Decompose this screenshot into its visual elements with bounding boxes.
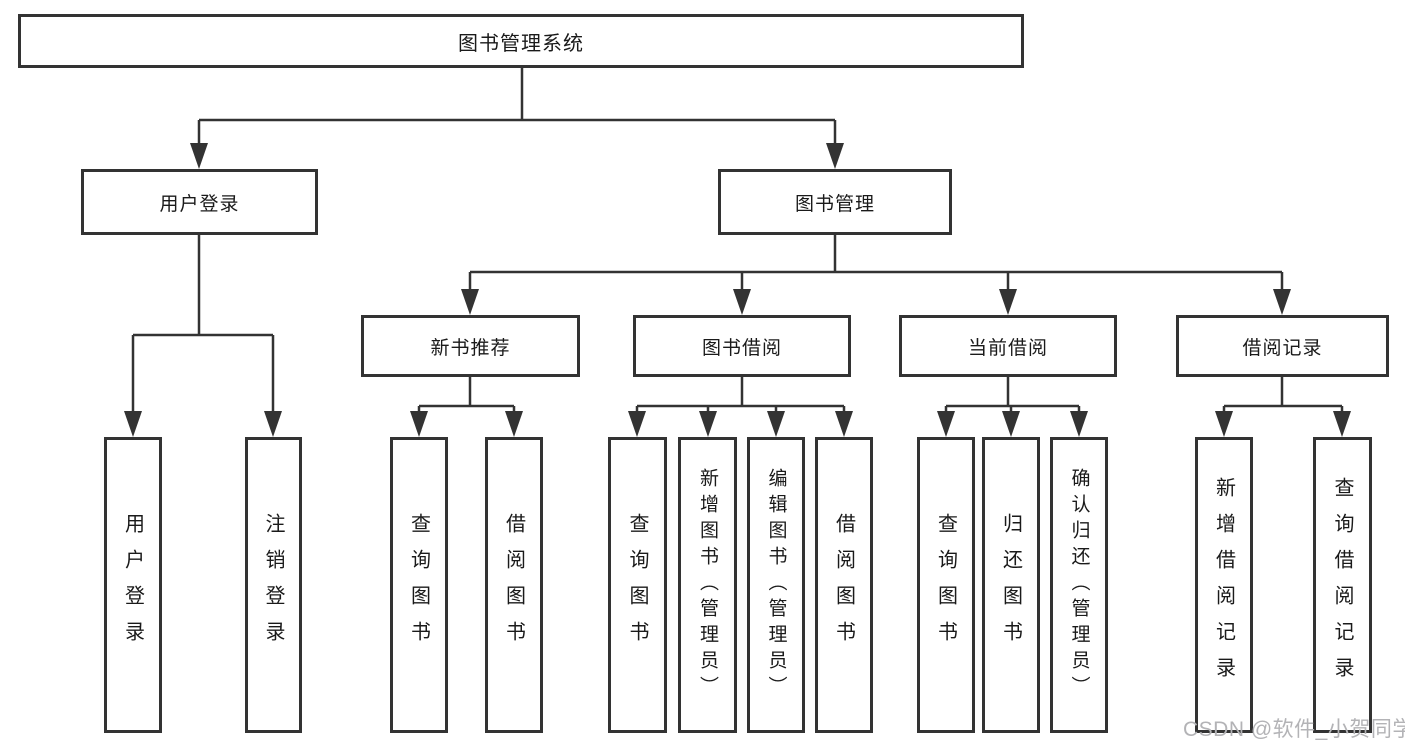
node-new-book-recommend: 新书推荐: [361, 315, 580, 377]
leaf-edit-books-admin: 编辑图书（管理员）: [747, 437, 805, 733]
leaf-borrow-books-borrowing: 借阅图书: [815, 437, 873, 733]
leaf-query-books-recommend: 查询图书: [390, 437, 448, 733]
node-user-login: 用户登录: [81, 169, 318, 235]
leaf-add-borrow-record-label: 新增借阅记录: [1212, 477, 1235, 693]
node-book-management: 图书管理: [718, 169, 952, 235]
arrowhead-icons: [124, 143, 1351, 437]
leaf-add-borrow-record: 新增借阅记录: [1195, 437, 1253, 733]
leaf-add-books-admin-label: 新增图书（管理员）: [697, 468, 718, 702]
leaf-user-login-label: 用户登录: [121, 513, 144, 657]
csdn-watermark: CSDN @软件_小贺同学: [1183, 718, 1405, 741]
leaf-confirm-return-admin-label: 确认归还（管理员）: [1068, 468, 1090, 702]
leaf-borrow-books-borrowing-label: 借阅图书: [832, 513, 855, 657]
node-book-borrowing: 图书借阅: [633, 315, 851, 377]
leaf-query-borrow-record: 查询借阅记录: [1313, 437, 1372, 733]
leaf-logout: 注销登录: [245, 437, 302, 733]
leaf-logout-label: 注销登录: [262, 513, 284, 657]
leaf-query-books-recommend-label: 查询图书: [407, 513, 430, 657]
connector-lines: [131, 68, 1344, 414]
node-current-borrowing: 当前借阅: [899, 315, 1117, 377]
leaf-edit-books-admin-label: 编辑图书（管理员）: [765, 468, 787, 702]
leaf-query-books-current: 查询图书: [917, 437, 975, 733]
leaf-return-books-label: 归还图书: [999, 513, 1022, 657]
leaf-query-books-borrowing-label: 查询图书: [626, 513, 648, 657]
leaf-query-borrow-record-label: 查询借阅记录: [1331, 477, 1353, 693]
node-borrowing-records: 借阅记录: [1176, 315, 1389, 377]
node-system-root: 图书管理系统: [18, 14, 1024, 68]
leaf-return-books: 归还图书: [982, 437, 1040, 733]
leaf-borrow-books-recommend: 借阅图书: [485, 437, 543, 733]
leaf-query-books-borrowing: 查询图书: [608, 437, 667, 733]
leaf-borrow-books-recommend-label: 借阅图书: [502, 513, 525, 657]
leaf-query-books-current-label: 查询图书: [934, 513, 957, 657]
leaf-confirm-return-admin: 确认归还（管理员）: [1050, 437, 1108, 733]
leaf-add-books-admin: 新增图书（管理员）: [678, 437, 737, 733]
leaf-user-login: 用户登录: [104, 437, 162, 733]
